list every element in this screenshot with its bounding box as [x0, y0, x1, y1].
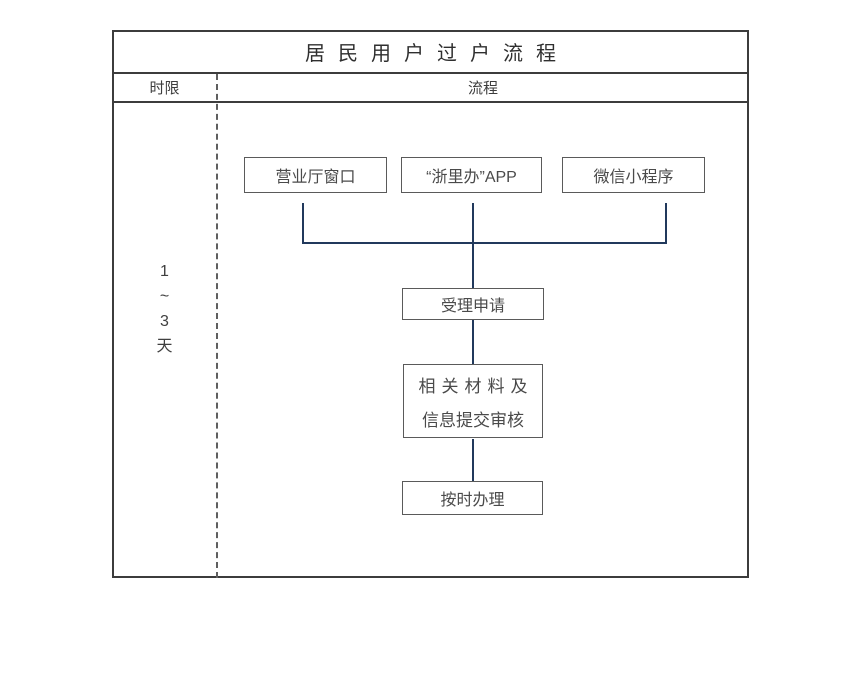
- time-limit-line: ~: [159, 288, 170, 305]
- step-box-handle-on-time: 按时办理: [402, 481, 543, 515]
- header-cell-process: 流程: [467, 80, 498, 97]
- channel-box-service-hall: 营业厅窗口: [244, 157, 387, 193]
- header-row-separator: [112, 101, 749, 103]
- page-title: 居民用户过户流程: [305, 43, 569, 65]
- connector-left-vertical: [302, 203, 304, 244]
- time-limit-line: 1: [160, 263, 169, 280]
- connector-review-to-process: [472, 439, 474, 481]
- time-limit-line: 3: [160, 313, 169, 330]
- time-limit-value: 1 ~ 3 天: [112, 259, 217, 359]
- header-cell-time-limit: 时限: [149, 80, 180, 97]
- step-box-accept-application: 受理申请: [402, 288, 544, 320]
- channel-box-zheliban-app: “浙里办”APP: [401, 157, 542, 193]
- step-box-materials-review-line2: 信息提交审核: [422, 410, 524, 430]
- time-limit-line: 天: [156, 338, 173, 355]
- connector-center-vertical: [472, 203, 474, 288]
- step-box-materials-review: 相关材料及 信息提交审核: [403, 364, 543, 438]
- connector-accept-to-review: [472, 320, 474, 364]
- table-outline: [112, 30, 749, 578]
- time-process-dashed-divider: [216, 74, 218, 578]
- connector-horizontal-join: [302, 242, 667, 244]
- connector-right-vertical: [665, 203, 667, 244]
- title-row-separator: [112, 72, 749, 74]
- step-box-materials-review-line1: 相关材料及: [418, 376, 534, 396]
- channel-box-wechat-miniprogram: 微信小程序: [562, 157, 705, 193]
